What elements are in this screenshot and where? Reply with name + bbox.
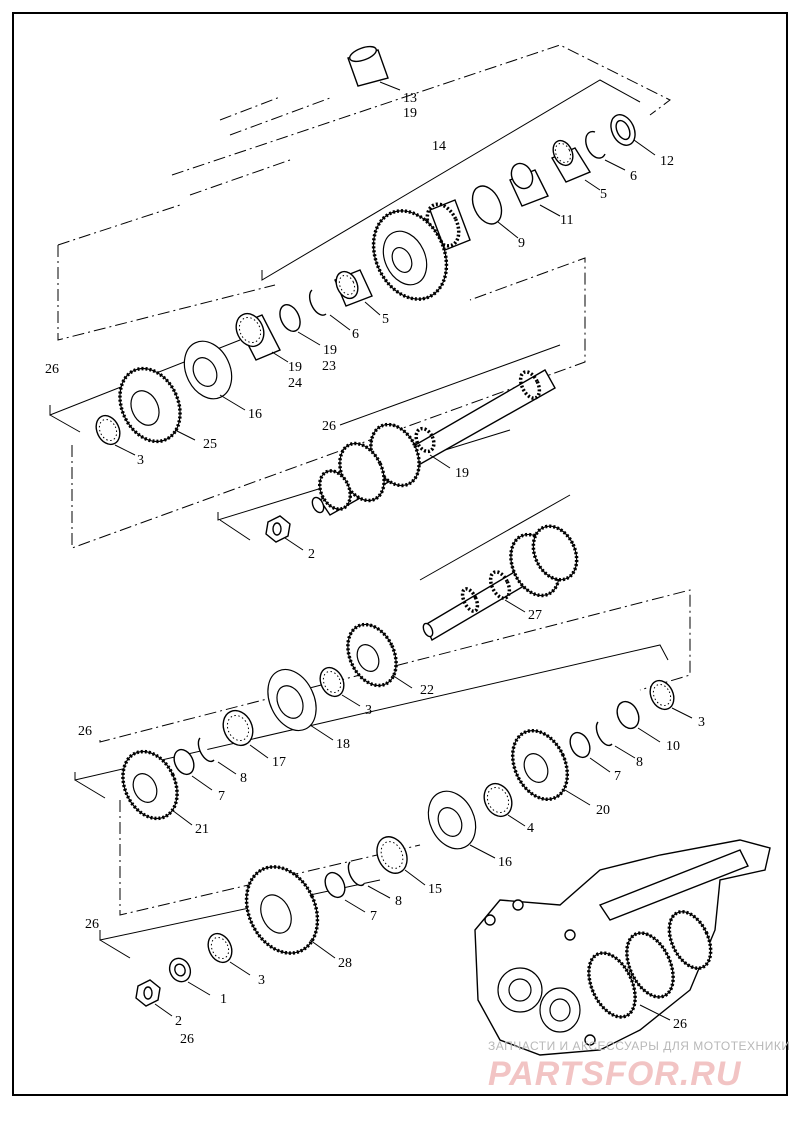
label-26: 26 — [673, 1017, 687, 1032]
part-8-ring-lower — [347, 861, 391, 899]
label-27: 27 — [528, 608, 542, 623]
part-19-mainshaft — [311, 369, 556, 516]
part-15-bushing — [376, 836, 426, 886]
part-28-gear — [244, 865, 336, 959]
part-27-countershaft — [422, 524, 579, 641]
part-5-bearing-top — [550, 139, 601, 191]
part-2-nut-lower — [135, 979, 173, 1017]
part-21-gear — [121, 749, 193, 826]
label-24: 24 — [288, 376, 302, 391]
part-3-needle-bearing-mid — [319, 666, 361, 707]
label-6: 6 — [352, 327, 359, 342]
label-16: 16 — [498, 855, 512, 870]
part-5-bearing-mid — [334, 269, 381, 316]
label-22: 22 — [420, 683, 434, 698]
part-3-needle-bearing-lower — [207, 932, 251, 976]
label-1: 1 — [220, 992, 227, 1007]
label-7: 7 — [614, 769, 621, 784]
part-19-23-ring — [279, 304, 321, 346]
label-26: 26 — [180, 1032, 194, 1047]
label-8: 8 — [395, 894, 402, 909]
label-2: 2 — [175, 1014, 182, 1029]
part-7-washer-lower — [324, 871, 366, 913]
part-7-washer-right — [569, 731, 611, 773]
part-10-washer — [616, 700, 661, 743]
label-18: 18 — [336, 737, 350, 752]
label-7: 7 — [370, 909, 377, 924]
label-19: 19 — [403, 106, 417, 121]
label-8: 8 — [240, 771, 247, 786]
label-25: 25 — [203, 437, 217, 452]
part-26-transmission-assembly — [474, 839, 771, 1056]
label-7: 7 — [218, 789, 225, 804]
label-28: 28 — [338, 956, 352, 971]
watermark-logo: PARTSFOR.RU — [488, 1055, 742, 1093]
part-8-ring-right — [595, 721, 636, 759]
part-3-needle-bearing-top — [95, 414, 136, 456]
label-4: 4 — [527, 821, 534, 836]
label-15: 15 — [428, 882, 442, 897]
part-16-shift-dog-top — [183, 340, 246, 411]
part-22-gear — [346, 622, 413, 689]
label-3: 3 — [258, 973, 265, 988]
diagram-frame — [12, 12, 788, 1096]
label-13: 13 — [403, 91, 417, 106]
part-20-gear — [510, 728, 591, 806]
label-16: 16 — [248, 407, 262, 422]
part-4-bushing — [483, 782, 526, 827]
part-13-sleeve — [347, 45, 401, 91]
label-8: 8 — [636, 755, 643, 770]
label-26: 26 — [322, 419, 336, 434]
label-12: 12 — [660, 154, 674, 169]
part-3-needle-bearing-right — [649, 679, 693, 719]
part-12-seal — [610, 114, 656, 156]
part-16-shift-dog-lower — [427, 790, 496, 859]
label-26: 26 — [78, 724, 92, 739]
watermark-tagline: ЗАПЧАСТИ И АКСЕССУАРЫ ДЛЯ МОТОТЕХНИКИ — [488, 1039, 790, 1053]
watermark: ЗАПЧАСТИ И АКСЕССУАРЫ ДЛЯ МОТОТЕХНИКИ PA… — [488, 1039, 790, 1093]
label-3: 3 — [137, 453, 144, 468]
label-19: 19 — [323, 343, 337, 358]
label-21: 21 — [195, 822, 209, 837]
callout-labels: 13 19 12 14 6 5 11 9 5 6 19 19 23 24 26 … — [45, 91, 705, 1047]
label-14: 14 — [432, 139, 446, 154]
label-19: 19 — [455, 466, 469, 481]
label-3: 3 — [698, 715, 705, 730]
part-6-retaining-ring-top — [585, 130, 626, 171]
part-2-nut-top — [265, 515, 304, 551]
label-9: 9 — [518, 236, 525, 251]
label-2: 2 — [308, 547, 315, 562]
part-19-24-needle-bearing — [235, 312, 289, 363]
part-18-shift-dog — [267, 668, 334, 741]
assembly-outline-top — [57, 44, 671, 341]
part-1-washer — [168, 957, 211, 996]
part-6-retaining-ring-mid — [308, 289, 351, 331]
label-11: 11 — [560, 213, 573, 228]
label-26: 26 — [45, 362, 59, 377]
label-19: 19 — [288, 360, 302, 375]
part-17-bushing — [222, 709, 269, 759]
label-6: 6 — [630, 169, 637, 184]
part-11-sleeve — [509, 162, 561, 217]
label-26: 26 — [85, 917, 99, 932]
label-20: 20 — [596, 803, 610, 818]
part-14-gear-assembly — [371, 199, 471, 301]
part-7-washer-mid — [173, 748, 213, 791]
label-5: 5 — [382, 312, 389, 327]
label-10: 10 — [666, 739, 680, 754]
part-8-ring-mid — [197, 737, 237, 775]
label-3: 3 — [365, 703, 372, 718]
part-9-ring — [471, 185, 519, 239]
label-5: 5 — [600, 187, 607, 202]
assembly-outline-lower — [74, 494, 691, 959]
label-17: 17 — [272, 755, 286, 770]
part-25-gear — [118, 366, 196, 444]
label-23: 23 — [322, 359, 336, 374]
